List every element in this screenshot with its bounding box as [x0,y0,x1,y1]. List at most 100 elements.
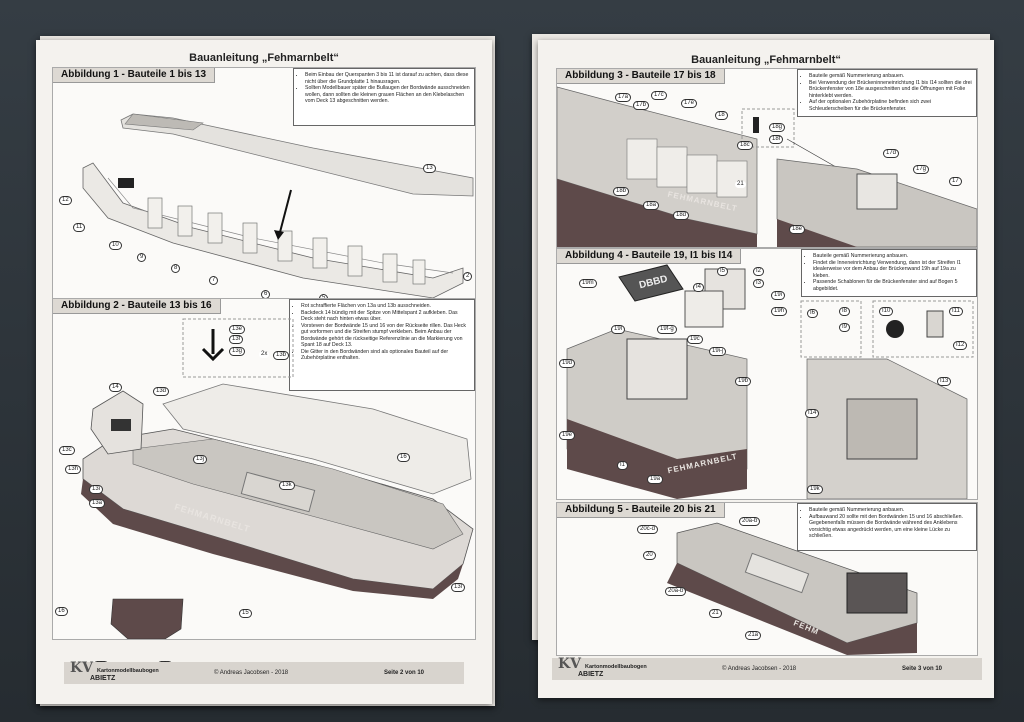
figure-5-section: Abbildung 5 - Bauteile 20 bis 21 Bauteil… [556,502,978,656]
page-footer: KV Kartonmodellbaubogen ABIETZ © Andreas… [64,660,464,684]
part-label: 21a [745,631,762,640]
bow-dark [111,419,131,431]
part-label: 7 [209,276,219,285]
part-label: 17c [651,91,667,100]
note-item: Rot schraffierte Flächen von 13a und 13b… [301,303,470,310]
part-label: 13k [279,481,295,490]
note-item: Passende Schablonen für die Brückenfenst… [813,279,972,292]
part-label: 2 [463,272,473,281]
part-label: 12 [59,196,72,205]
hull-side [567,419,747,499]
note-item: Beim Einbau der Querspanten 3 bis 11 ist… [305,72,470,85]
figure-4-drawing [566,264,974,499]
note-item: Vorsteven der Bordwände 15 und 16 von de… [301,323,470,349]
figure-1-section: Abbildung 1 - Bauteile 1 bis 13 Beim Ein… [52,67,476,309]
part-label: 20a-b [665,587,687,596]
part-label: I11 [949,307,963,316]
page-number: Seite 3 von 10 [901,666,942,672]
part-label: 21 [735,181,746,188]
part-label: 13f [229,335,244,344]
part-label: 13a [89,499,106,508]
page-footer: KV Kartonmodellbaubogen ABIETZ © Andreas… [552,657,982,680]
part-label: 18d [673,211,690,220]
figure-3-heading: Abbildung 3 - Bauteile 17 bis 18 [557,69,725,84]
hull-side [667,563,917,655]
figure-4-section: Abbildung 4 - Bauteile 19, I1 bis I14 Ba… [556,248,978,500]
part-label: 13d [153,387,170,396]
part-label: 17e [681,99,698,108]
copyright-text: © Andreas Jacobsen - 2018 [214,670,289,676]
part-label: 17 [949,177,962,186]
part-label: 20a-b [739,517,761,526]
part-label: 9 [137,253,147,262]
note-item: Bauteile gemäß Nummerierung anbauen. [813,253,972,260]
part-label: 19i-j [709,347,727,356]
part-label: 19h [771,307,788,316]
page-number: Seite 2 von 10 [383,670,424,676]
logo-mark: KV [70,660,94,676]
detail-box-I [800,300,862,358]
part-label: 13e [229,325,246,334]
figure-3-notes: Bauteile gemäß Nummerierung anbauen. Bei… [797,69,977,117]
note-item: Bauteile gemäß Nummerierung anbauen. [809,73,972,80]
part-label: I8 [839,307,851,316]
part-label: 20 [643,551,656,560]
part-label: I5 [717,267,729,276]
note-item: Findet die Inneneinrichtung Verwendung, … [813,260,972,280]
part-label: 17a [615,93,632,102]
part-label: 13l [451,583,466,592]
part-label: 17g [913,165,930,174]
superstructure-20 [846,572,908,614]
page-title: Bauanleitung „Fehmarnbelt“ [189,52,339,64]
part-label: 19b [735,377,752,386]
part-label: 15 [239,609,252,618]
part-label: I12 [953,341,968,350]
note-item: Die Gitter in den Bordwänden sind als op… [301,349,470,362]
gear-icon [886,320,904,338]
plate-19m [618,264,684,302]
superstructure [856,173,898,210]
interior [846,398,918,460]
deck-section [124,113,204,131]
bow-plate-dark [118,178,134,188]
publisher-logo: KV Kartonmodellbaubogen ABIETZ [558,657,647,679]
page-title: Bauanleitung „Fehmarnbelt“ [691,54,841,66]
part-label: 17b [633,101,650,110]
note-item: Bauteile gemäß Nummerierung anbauen. [809,507,972,514]
part-label: I9 [839,323,851,332]
funnel-piece [753,117,759,133]
figure-2-drawing [81,318,474,639]
part-label: 11 [73,223,86,232]
figure-1-drawing [82,113,474,299]
part-label: 19a [647,475,664,484]
logo-mark: KV [558,656,582,672]
part-label: 19k [807,485,823,494]
part-label: I13 [937,377,952,386]
note-item: Backdeck 14 bündig mit der Spitze von Mi… [301,310,470,323]
part-label: 19f-g [657,325,677,334]
right-sheet: Bauanleitung „Fehmarnbelt“ Abbildung 3 -… [538,40,994,698]
part-label: I1 [617,461,629,470]
figure-3-drawing [557,86,977,247]
note-item: Auf der optionalen Zubehörplatine befind… [809,99,972,112]
figure-2-heading: Abbildung 2 - Bauteile 13 bis 16 [53,299,221,314]
part-label: 18e [789,225,806,234]
part-label: 19d [559,359,576,368]
note-item: Bei Verwendung der Brückeninneneinrichtu… [809,80,972,100]
left-sheet: Bauanleitung „Fehmarnbelt“ Abbildung 1 -… [36,40,492,704]
part-label: 18f [769,135,784,144]
figure-2-notes: Rot schraffierte Flächen von 13a und 13b… [289,299,475,391]
part-label: I6 [807,309,819,318]
part-label: 18b [613,187,630,196]
part-label: I4 [693,283,705,292]
detail-box-II [872,300,974,358]
part-label: I14 [805,409,820,418]
deck-part [120,113,474,197]
part-label: 21 [709,609,722,618]
part-label: 13h [65,465,82,474]
figure-5-notes: Bauteile gemäß Nummerierung anbauen. Auf… [797,503,977,551]
part-label: 19l [611,325,626,334]
detail-box-18f [741,108,795,148]
figure-2-section: Abbildung 2 - Bauteile 13 bis 16 Rot sch… [52,298,476,674]
figure-3-section: Abbildung 3 - Bauteile 17 bis 18 Bauteil… [556,68,978,248]
